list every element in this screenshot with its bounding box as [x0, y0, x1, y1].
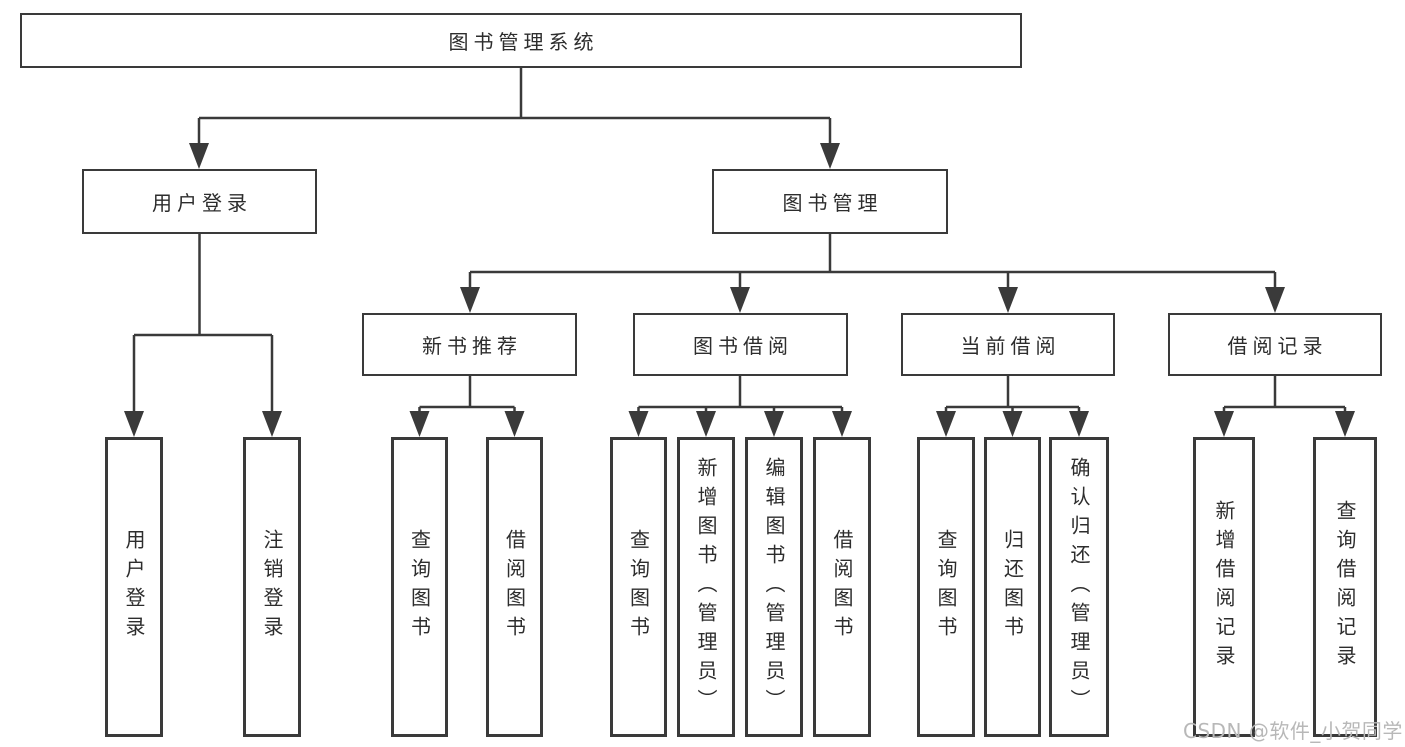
node-current-borrowing: 当前借阅 [901, 313, 1115, 376]
node-label: 用户登录 [152, 191, 252, 215]
node-label: 借阅图书 [830, 529, 854, 645]
node-book-management: 图书管理 [712, 169, 948, 234]
node-leaf-logout: 注销登录 [243, 437, 301, 737]
node-label: 借阅图书 [502, 529, 527, 645]
node-label: 图书借阅 [693, 334, 793, 358]
node-leaf-borrow-books-recommend: 借阅图书 [486, 437, 543, 737]
node-user-login: 用户登录 [82, 169, 317, 234]
node-leaf-confirm-return-admin: 确认归还（管理员） [1049, 437, 1109, 737]
arrowheads [124, 143, 1355, 437]
node-label: 归还图书 [1000, 529, 1025, 645]
node-label: 查询图书 [407, 529, 432, 645]
node-label: 注销登录 [260, 529, 284, 645]
node-borrowing-records: 借阅记录 [1168, 313, 1382, 376]
node-label: 新书推荐 [422, 334, 522, 358]
node-label: 编辑图书（管理员） [762, 456, 786, 718]
node-new-book-recommendation: 新书推荐 [362, 313, 577, 376]
node-leaf-query-books-current: 查询图书 [917, 437, 975, 737]
node-label: 查询图书 [934, 529, 958, 645]
node-label: 用户登录 [122, 529, 146, 645]
node-library-management-system: 图书管理系统 [20, 13, 1022, 68]
node-label: 借阅记录 [1227, 334, 1328, 358]
node-label: 查询图书 [626, 529, 651, 645]
node-label: 确认归还（管理员） [1067, 456, 1091, 718]
node-leaf-query-books-borrowing: 查询图书 [610, 437, 667, 737]
node-leaf-add-borrow-record: 新增借阅记录 [1193, 437, 1255, 737]
node-label: 当前借阅 [960, 334, 1061, 358]
node-leaf-query-borrow-record: 查询借阅记录 [1313, 437, 1377, 737]
node-leaf-query-books-recommend: 查询图书 [391, 437, 448, 737]
node-leaf-edit-book-admin: 编辑图书（管理员） [745, 437, 803, 737]
node-leaf-user-login: 用户登录 [105, 437, 163, 737]
connector-trunks [132, 68, 1347, 413]
node-label: 新增图书（管理员） [694, 456, 718, 718]
node-leaf-borrow-books-borrowing: 借阅图书 [813, 437, 871, 737]
csdn-watermark: CSDN @软件_小贺同学 [1183, 719, 1403, 743]
node-label: 新增借阅记录 [1212, 500, 1236, 674]
node-leaf-return-book: 归还图书 [984, 437, 1041, 737]
node-label: 图书管理系统 [448, 30, 599, 54]
node-book-borrowing: 图书借阅 [633, 313, 848, 376]
node-label: 查询借阅记录 [1333, 500, 1357, 674]
node-label: 图书管理 [782, 191, 883, 215]
node-leaf-add-book-admin: 新增图书（管理员） [677, 437, 735, 737]
